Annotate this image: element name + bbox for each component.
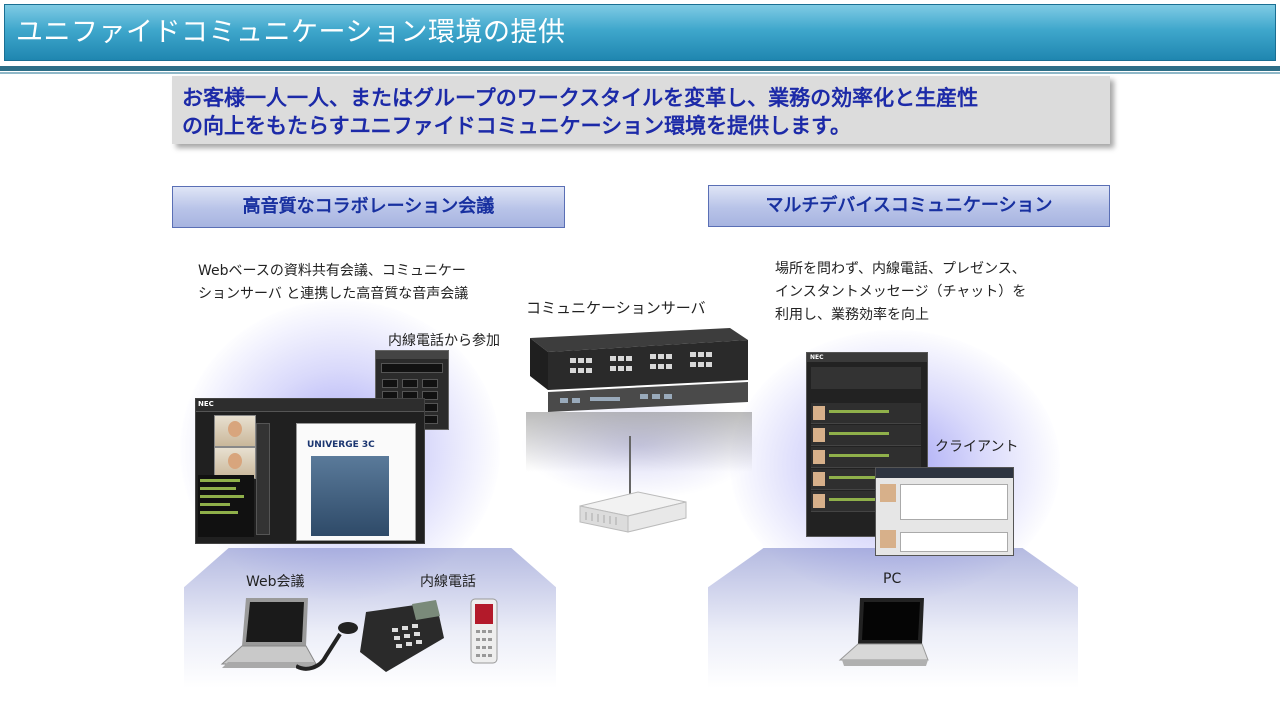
- chat-input: [900, 532, 1008, 552]
- desc-line: ションサーバ と連携した高音質な音声会議: [198, 286, 469, 302]
- communication-server-image: [530, 328, 748, 412]
- contact-row: [811, 403, 921, 424]
- section-heading-multidevice: マルチデバイスコミュニケーション: [708, 185, 1110, 227]
- list-line: [200, 511, 238, 514]
- contact-line: [829, 410, 889, 413]
- contact-line: [829, 432, 889, 435]
- dial-key: [382, 379, 398, 388]
- contact-avatar: [813, 472, 825, 486]
- pc-label: PC: [883, 571, 902, 587]
- participant-list: [198, 475, 254, 537]
- dial-key: [422, 379, 438, 388]
- list-line: [200, 495, 244, 498]
- dial-key: [402, 379, 418, 388]
- client-titlebar: [807, 353, 927, 362]
- contact-line: [829, 454, 889, 457]
- document-brand: UNIVERGE 3C: [307, 440, 375, 450]
- contact-avatar: [813, 450, 825, 464]
- laptop-pc-icon: [838, 598, 929, 666]
- desc-line: Webベースの資料共有会議、コミュニケー: [198, 263, 466, 279]
- contact-avatar: [813, 428, 825, 442]
- desk-phone-icon: [296, 600, 444, 672]
- client-logo: NEC: [810, 354, 824, 361]
- web-conference-screen: NEC UNIVERGE 3C: [195, 398, 425, 544]
- server-reflection: [526, 412, 752, 472]
- headline-line-2: の向上をもたらすユニファイドコミュニケーション環境を提供します。: [182, 114, 852, 138]
- contact-line: [829, 498, 889, 501]
- page-title: ユニファイドコミュニケーション環境の提供: [16, 17, 566, 48]
- document-image: [311, 456, 389, 536]
- dialpad-display: [381, 363, 443, 373]
- web-conference-label: Web会議: [246, 574, 305, 590]
- collaboration-description: Webベースの資料共有会議、コミュニケー ションサーバ と連携した高音質な音声会…: [198, 260, 468, 306]
- mobile-phone-icon: [470, 598, 498, 664]
- list-line: [200, 503, 230, 506]
- list-line: [200, 487, 236, 490]
- web-conf-logo: NEC: [198, 400, 214, 408]
- web-conf-topbar: [196, 399, 424, 412]
- dialpad-titlebar: [376, 351, 448, 359]
- router-antenna: [629, 436, 631, 496]
- chat-window: [875, 467, 1014, 556]
- extension-phone-label: 内線電話: [420, 574, 476, 590]
- server-label: コミュニケーションサーバ: [526, 299, 706, 317]
- contact-row: [811, 425, 921, 446]
- section-heading-collaboration: 高音質なコラボレーション会議: [172, 186, 565, 228]
- multidevice-description: 場所を問わず、内線電話、プレゼンス、 インスタントメッセージ（チャット）を 利用…: [775, 258, 1026, 327]
- dial-key: [422, 391, 438, 400]
- web-conf-toolbar: [256, 423, 270, 535]
- title-rule: [0, 66, 1280, 71]
- participant-video: [214, 415, 256, 447]
- client-label: クライアント: [935, 439, 1019, 455]
- list-line: [200, 479, 240, 482]
- laptop-icon: [220, 598, 317, 668]
- desc-line: 利用し、業務効率を向上: [775, 307, 929, 323]
- contact-row: [811, 447, 921, 468]
- chat-titlebar: [876, 468, 1013, 478]
- headline-box: お客様一人一人、またはグループのワークスタイルを変革し、業務の効率化と生産性 の…: [172, 76, 1110, 144]
- desc-line: インスタントメッセージ（チャット）を: [775, 284, 1027, 300]
- desc-line: 場所を問わず、内線電話、プレゼンス、: [775, 261, 1026, 277]
- client-status-bar: [811, 367, 921, 389]
- contact-avatar: [813, 494, 825, 508]
- chat-message-area: [900, 484, 1008, 520]
- router-image: [579, 491, 687, 533]
- extension-join-label: 内線電話から参加: [388, 333, 500, 349]
- title-rule-thin: [0, 72, 1280, 74]
- headline-line-1: お客様一人一人、またはグループのワークスタイルを変革し、業務の効率化と生産性: [182, 86, 979, 110]
- shared-document: UNIVERGE 3C: [296, 423, 416, 541]
- chat-avatar: [880, 530, 896, 548]
- title-bar: [4, 4, 1276, 61]
- chat-avatar: [880, 484, 896, 502]
- contact-avatar: [813, 406, 825, 420]
- contact-line: [829, 476, 889, 479]
